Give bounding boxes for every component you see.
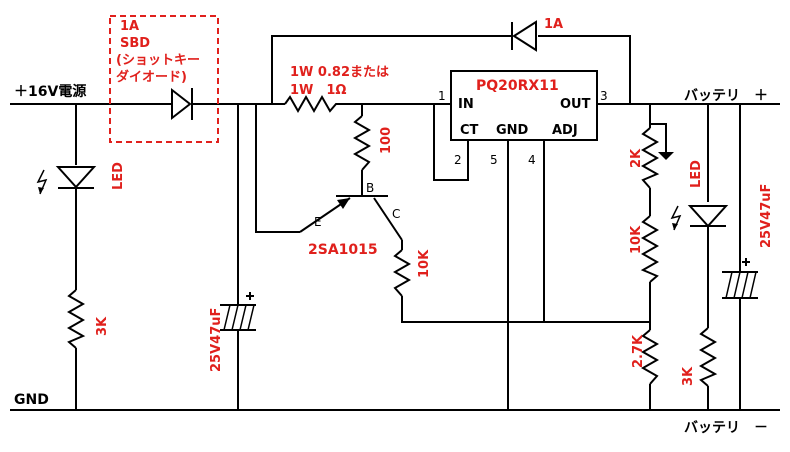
sbd-line3: (ショットキー — [116, 53, 200, 68]
right-capacitor — [722, 258, 758, 299]
left-capacitor — [220, 292, 256, 331]
ic-pin-in: IN — [458, 97, 474, 112]
sbd-line2: SBD — [120, 36, 150, 51]
wires — [10, 35, 780, 411]
variable-resistor-2k — [640, 123, 674, 189]
right-3k-label: 3K — [681, 366, 696, 386]
sbd-diode — [170, 87, 193, 121]
ic-pin-out: OUT — [560, 97, 591, 112]
collector-resistor-label: 10K — [417, 249, 432, 278]
left-led-label: LED — [111, 162, 126, 190]
right-resistor-10k — [640, 215, 660, 283]
base-resistor-label: 100 — [379, 127, 394, 154]
right-resistor-2-7k — [640, 329, 660, 385]
sbd-line4: ダイオード) — [116, 69, 187, 85]
transistor-pin-b: B — [366, 181, 374, 195]
gnd-label: GND — [14, 392, 49, 408]
right-resistor-3k — [698, 327, 718, 387]
sense-resistor-line2: 1W 1Ω — [290, 83, 346, 98]
ic-pin-num-5: 5 — [490, 153, 498, 167]
transistor-name: 2SA1015 — [308, 242, 378, 258]
right-led-label: LED — [689, 160, 704, 188]
ic-pin-adj: ADJ — [552, 123, 578, 138]
regulator-ic — [450, 70, 598, 141]
ic-pin-num-1: 1 — [438, 89, 446, 103]
sbd-line1: 1A — [120, 19, 139, 34]
transistor-pin-c: C — [392, 207, 400, 221]
input-label: ＋16V電源 — [14, 83, 86, 100]
transistor-pin-e: E — [314, 215, 322, 229]
battery-plus-label: バッテリ ＋ — [684, 88, 768, 104]
left-led — [36, 166, 97, 195]
base-resistor-100 — [352, 115, 372, 171]
sbd-dashed-box — [109, 15, 219, 143]
ic-pin-gnd: GND — [496, 123, 529, 138]
battery-minus-label: バッテリ － — [684, 420, 768, 436]
vr-2k-label: 2K — [629, 148, 644, 168]
right-led — [670, 205, 729, 231]
ic-pin-ct: CT — [460, 123, 479, 138]
ic-pin-num-3: 3 — [600, 89, 608, 103]
ic-pin-num-4: 4 — [528, 153, 536, 167]
left-resistor-3k — [66, 289, 86, 349]
top-diode — [511, 20, 537, 52]
right-cap-label: 25V47uF — [759, 184, 774, 248]
right-27k-label: 2.7K — [631, 334, 646, 368]
transistor-2sa1015 — [299, 195, 403, 241]
sense-resistor — [284, 94, 338, 114]
right-10k-label: 10K — [629, 225, 644, 254]
sense-resistor-line1: 1W 0.82または — [290, 65, 389, 80]
ic-name: PQ20RX11 — [476, 78, 559, 94]
collector-resistor-10k — [392, 249, 412, 297]
ic-pin-num-2: 2 — [454, 153, 462, 167]
left-resistor-label: 3K — [95, 316, 110, 336]
top-diode-label: 1A — [544, 17, 563, 32]
left-cap-label: 25V47uF — [209, 308, 224, 372]
